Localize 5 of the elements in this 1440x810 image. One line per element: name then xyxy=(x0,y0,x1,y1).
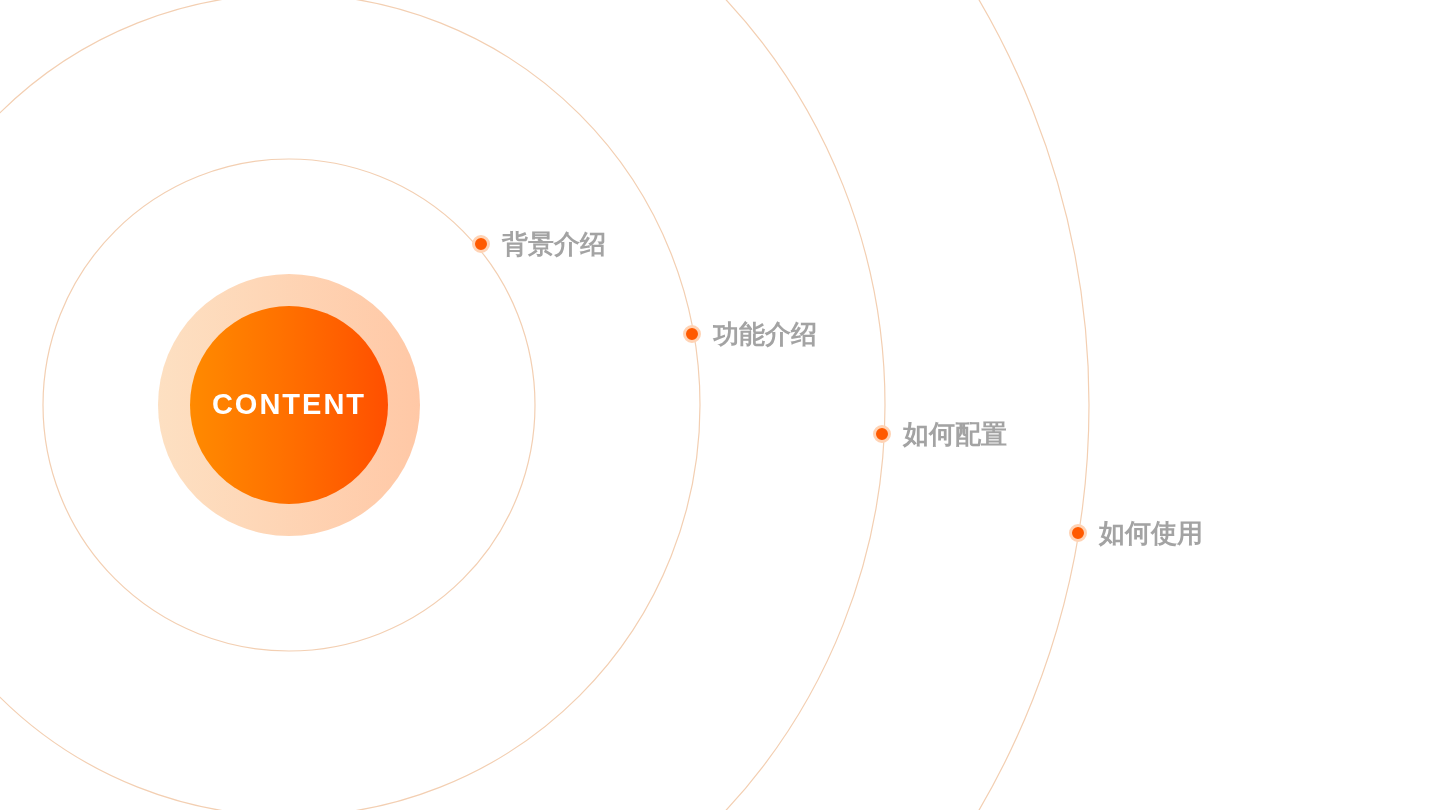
topic-label: 如何使用 xyxy=(1099,516,1203,550)
topic-label: 如何配置 xyxy=(903,417,1007,451)
center-title: CONTENT xyxy=(211,387,367,423)
topic-label: 功能介绍 xyxy=(713,317,817,351)
topic-label: 背景介绍 xyxy=(502,227,606,261)
